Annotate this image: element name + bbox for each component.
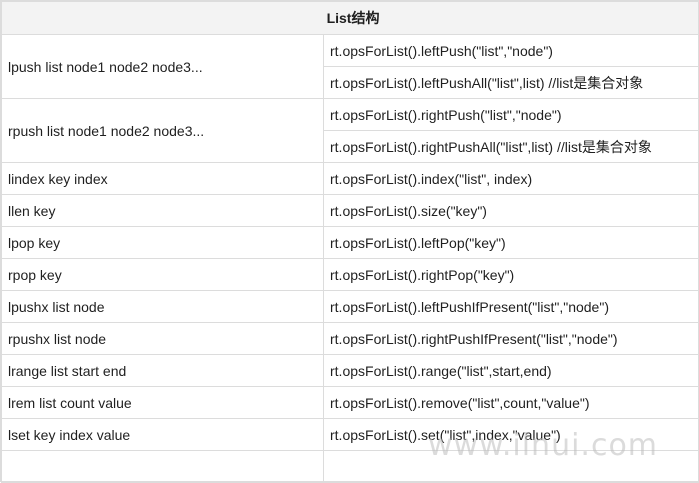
- table-row: lpush list node1 node2 node3... rt.opsFo…: [1, 34, 699, 99]
- redis-command-cell: lrem list count value: [1, 386, 324, 419]
- empty-cell: [1, 450, 324, 483]
- empty-table-row: [1, 450, 699, 483]
- java-api-cell: rt.opsForList().leftPushIfPresent("list"…: [322, 290, 699, 323]
- redis-command-cell: rpop key: [1, 258, 324, 291]
- redis-command-cell: lset key index value: [1, 418, 324, 451]
- table-row: llen key rt.opsForList().size("key"): [1, 194, 699, 227]
- redis-command-cell: rpush list node1 node2 node3...: [1, 98, 324, 163]
- redis-command-cell: llen key: [1, 194, 324, 227]
- redis-command-cell: lindex key index: [1, 162, 324, 195]
- table-row: lindex key index rt.opsForList().index("…: [1, 162, 699, 195]
- java-api-cell: rt.opsForList().rightPushIfPresent("list…: [322, 322, 699, 355]
- table-row: rpushx list node rt.opsForList().rightPu…: [1, 322, 699, 355]
- redis-command-cell: rpushx list node: [1, 322, 324, 355]
- java-api-cell: rt.opsForList().size("key"): [322, 194, 699, 227]
- java-api-cell: rt.opsForList().rightPop("key"): [322, 258, 699, 291]
- java-api-cell: rt.opsForList().leftPush("list","node"): [322, 34, 699, 67]
- table-row: rt.opsForList().rightPushAll("list",list…: [2, 130, 699, 163]
- table-title-row: List结构: [0, 1, 699, 35]
- java-api-cell: rt.opsForList().range("list",start,end): [322, 354, 699, 387]
- table-row: lset key index value rt.opsForList().set…: [1, 418, 699, 451]
- table-row: lrem list count value rt.opsForList().re…: [1, 386, 699, 419]
- table-row: lpushx list node rt.opsForList().leftPus…: [1, 290, 699, 323]
- redis-command-cell: lrange list start end: [1, 354, 324, 387]
- table-row: rt.opsForList().leftPushAll("list",list)…: [2, 66, 699, 99]
- java-api-cell: rt.opsForList().leftPop("key"): [322, 226, 699, 259]
- java-api-cell: rt.opsForList().index("list", index): [322, 162, 699, 195]
- redis-command-cell: lpushx list node: [1, 290, 324, 323]
- table-title: List结构: [0, 1, 699, 35]
- table-row: rpush list node1 node2 node3... rt.opsFo…: [1, 98, 699, 163]
- table-row: lrange list start end rt.opsForList().ra…: [1, 354, 699, 387]
- java-api-cell: rt.opsForList().rightPushAll("list",list…: [322, 130, 699, 163]
- redis-command-cell: lpop key: [1, 226, 324, 259]
- java-api-cell: rt.opsForList().leftPushAll("list",list)…: [322, 66, 699, 99]
- empty-cell: [322, 450, 699, 483]
- java-api-cell: rt.opsForList().remove("list",count,"val…: [322, 386, 699, 419]
- table-row: lpop key rt.opsForList().leftPop("key"): [1, 226, 699, 259]
- redis-command-cell: lpush list node1 node2 node3...: [1, 34, 324, 99]
- java-api-cell: rt.opsForList().rightPush("list","node"): [322, 98, 699, 131]
- table-row: rpop key rt.opsForList().rightPop("key"): [1, 258, 699, 291]
- java-api-cell: rt.opsForList().set("list",index,"value"…: [322, 418, 699, 451]
